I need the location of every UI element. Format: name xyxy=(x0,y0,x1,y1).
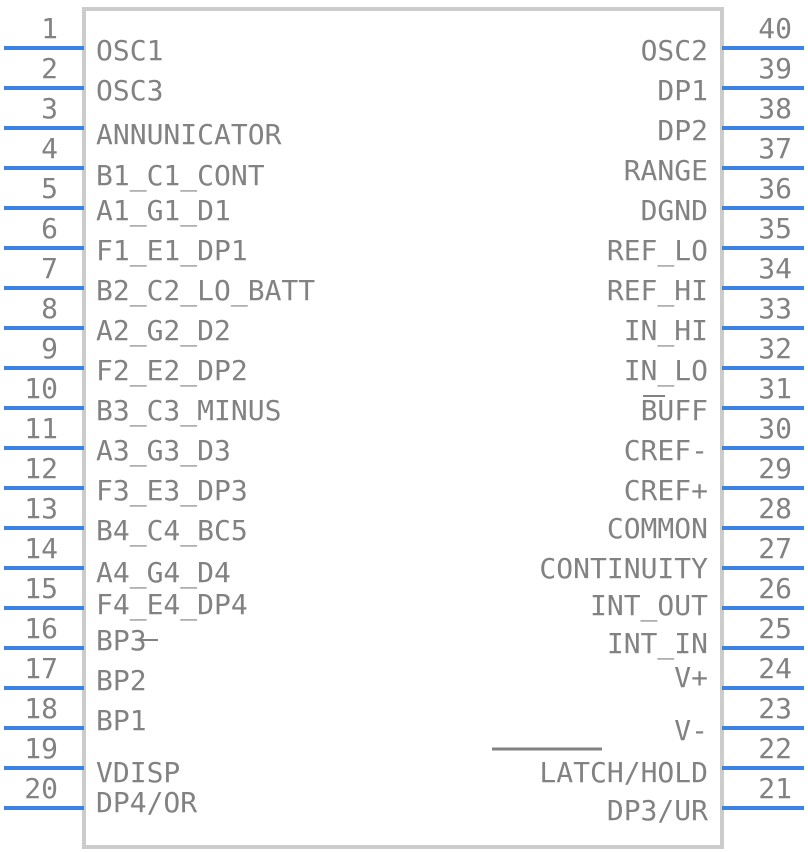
pin-31-number: 31 xyxy=(758,372,792,405)
pin-39-name: DP1 xyxy=(657,74,708,107)
pin-24-number: 24 xyxy=(758,652,792,685)
pin-15-number: 15 xyxy=(24,572,58,605)
pin-28-number: 28 xyxy=(758,492,792,525)
pin-6-number: 6 xyxy=(41,212,58,245)
pin-20-name: DP4/OR xyxy=(96,786,197,819)
pin-21-name: DP3/UR xyxy=(607,794,708,827)
latch-hold-label: LATCH/HOLD xyxy=(539,756,708,789)
pin-25-name: INT_IN xyxy=(607,627,708,661)
ic-body xyxy=(82,7,724,849)
pin-26-number: 26 xyxy=(758,572,792,605)
pin-1-number: 1 xyxy=(41,12,58,45)
pin-18-number: 18 xyxy=(24,692,58,725)
pin-17-number: 17 xyxy=(24,652,58,685)
pin-23-name: V- xyxy=(674,714,708,747)
pin-30-name: CREF- xyxy=(624,434,708,467)
pin-40-name: OSC2 xyxy=(641,34,708,67)
pin-35-name: REF_LO xyxy=(607,234,708,268)
pin-22-number: 22 xyxy=(758,732,792,765)
pin-34-number: 34 xyxy=(758,252,792,285)
pin-28-name: COMMON xyxy=(607,512,708,545)
pin-3-name: ANNUNICATOR xyxy=(96,118,282,151)
pin-9-number: 9 xyxy=(41,332,58,365)
pin-31-name: BUFF xyxy=(641,394,708,427)
pin-12-name: F3_E3_DP3 xyxy=(96,474,248,508)
pin-2-number: 2 xyxy=(41,52,58,85)
pin-37-name: RANGE xyxy=(624,154,708,187)
pin-18-name: BP1 xyxy=(96,704,147,737)
pin-37-number: 37 xyxy=(758,132,792,165)
pin-32-number: 32 xyxy=(758,332,792,365)
pin-10-name: B3_C3_MINUS xyxy=(96,394,281,428)
pin-39-number: 39 xyxy=(758,52,792,85)
pin-2-name: OSC3 xyxy=(96,74,163,107)
pin-38-number: 38 xyxy=(758,92,792,125)
pin-27-name: CONTINUITY xyxy=(539,552,708,585)
pin-8-name: A2_G2_D2 xyxy=(96,314,231,348)
pin-11-name: A3_G3_D3 xyxy=(96,434,231,468)
pin-11-number: 11 xyxy=(24,412,58,445)
pin-17-name: BP2 xyxy=(96,664,147,697)
latch-hold-group: LATCH/HOLD xyxy=(492,747,708,789)
pin-3-number: 3 xyxy=(41,92,58,125)
pin-10-number: 10 xyxy=(24,372,58,405)
pin-35-number: 35 xyxy=(758,212,792,245)
pin-32-name: IN_LO xyxy=(624,354,708,388)
pin-29-name: CREF+ xyxy=(624,474,708,507)
pin-40-number: 40 xyxy=(758,12,792,45)
pin-14-number: 14 xyxy=(24,532,58,565)
pin-12-number: 12 xyxy=(24,452,58,485)
pin-8-number: 8 xyxy=(41,292,58,325)
pin-36-number: 36 xyxy=(758,172,792,205)
pin-21-number: 21 xyxy=(758,772,792,805)
pin-5-name: A1_G1_D1 xyxy=(96,194,231,228)
pin-13-number: 13 xyxy=(24,492,58,525)
pin-7-number: 7 xyxy=(41,252,58,285)
pin-20-number: 20 xyxy=(24,772,58,805)
pin-9-name: F2_E2_DP2 xyxy=(96,354,248,388)
pin-23-number: 23 xyxy=(758,692,792,725)
pin-5-number: 5 xyxy=(41,172,58,205)
pin-33-number: 33 xyxy=(758,292,792,325)
pin-15-name: F4_E4_DP4 xyxy=(96,588,248,622)
pin-19-name: VDISP xyxy=(96,756,180,789)
pin-24-name: V+ xyxy=(674,661,708,694)
pin-36-name: DGND xyxy=(641,194,708,227)
pin-29-number: 29 xyxy=(758,452,792,485)
pin-38-name: DP2 xyxy=(657,114,708,147)
pin-4-number: 4 xyxy=(41,132,58,165)
pin-34-name: REF_HI xyxy=(607,274,708,308)
pin-1-name: OSC1 xyxy=(96,34,163,67)
pin-25-number: 25 xyxy=(758,612,792,645)
pin-4-name: B1_C1_CONT xyxy=(96,159,265,193)
pin-19-number: 19 xyxy=(24,732,58,765)
pin-7-name: B2_C2_LO_BATT xyxy=(96,274,315,308)
pin-16-number: 16 xyxy=(24,612,58,645)
pin-27-number: 27 xyxy=(758,532,792,565)
pin-33-name: IN_HI xyxy=(624,314,708,348)
pin-14-name: A4_G4_D4 xyxy=(96,556,231,590)
pin-6-name: F1_E1_DP1 xyxy=(96,234,248,268)
pin-26-name: INT_OUT xyxy=(590,589,708,623)
pin-13-name: B4_C4_BC5 xyxy=(96,514,248,548)
pin-30-number: 30 xyxy=(758,412,792,445)
